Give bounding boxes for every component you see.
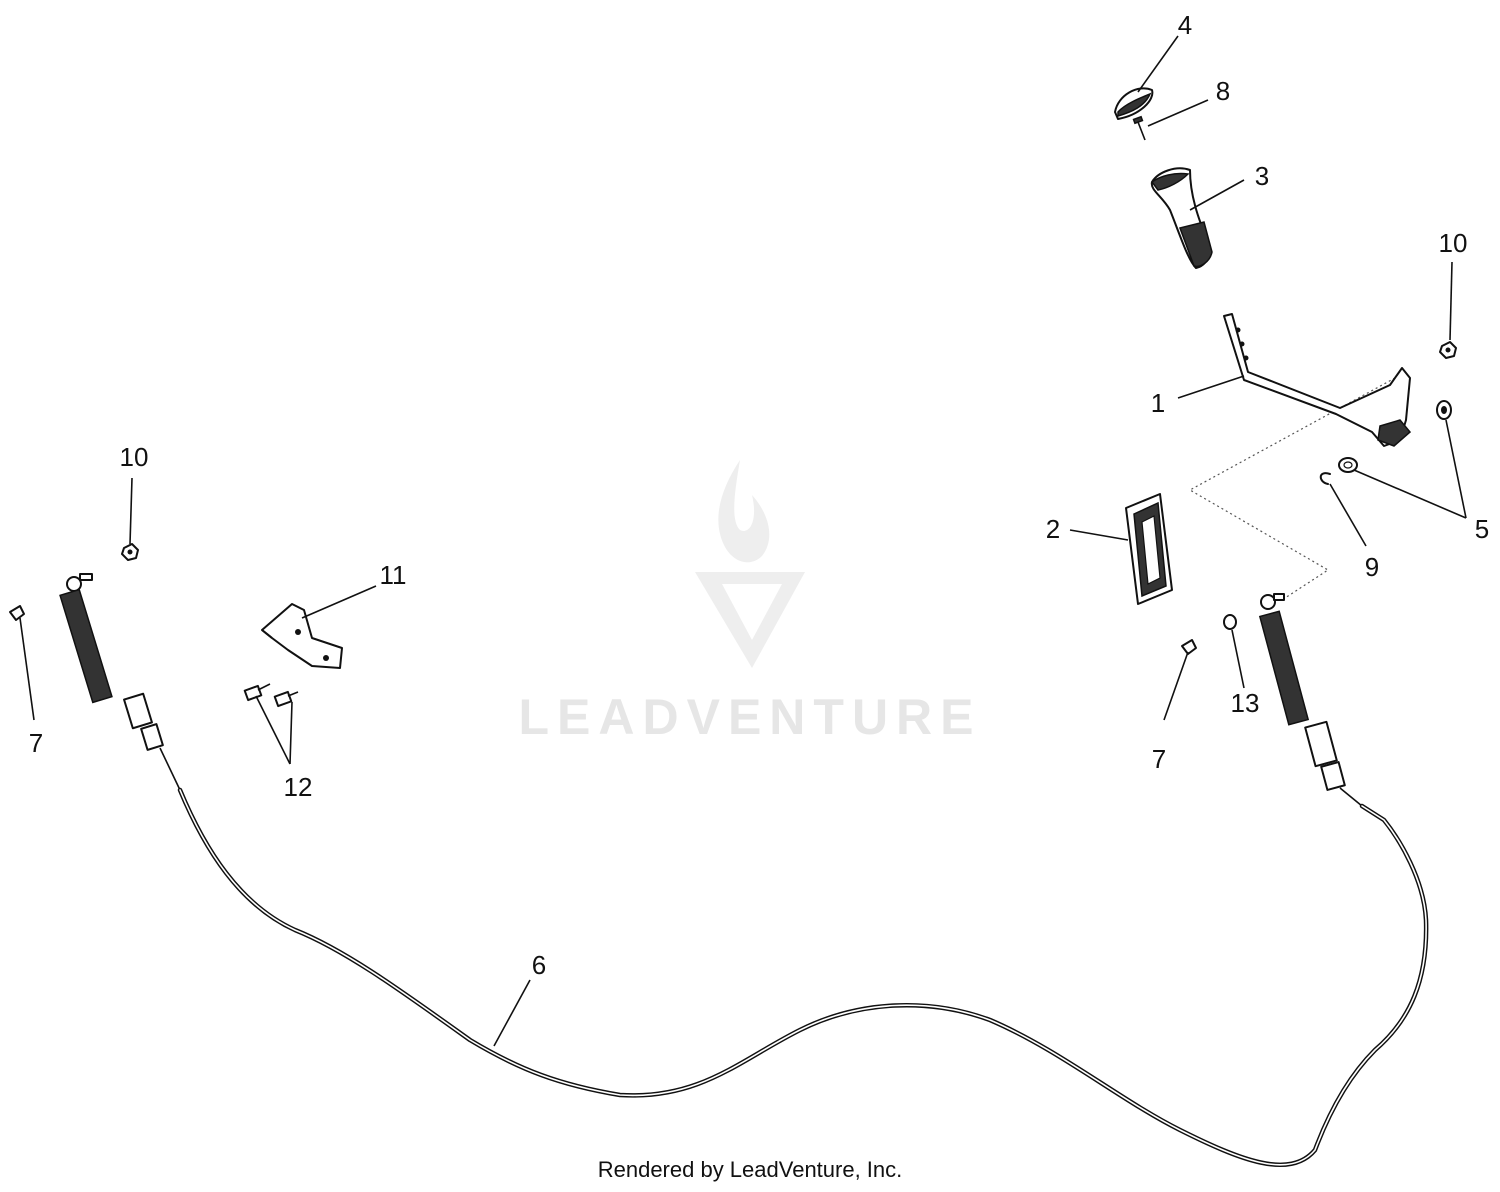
- callout-2: 2: [1046, 514, 1060, 544]
- pedal-pad-part: [1125, 493, 1173, 605]
- watermark-v-icon: [695, 572, 805, 668]
- washer-part-13: [1223, 614, 1237, 630]
- callout-5: 5: [1475, 514, 1489, 544]
- washer-part-b: [1338, 457, 1358, 473]
- clip-left-part: [9, 605, 25, 621]
- handle-grip-part: [1150, 167, 1213, 269]
- clip-right-part: [1181, 639, 1197, 655]
- callout-1: 1: [1151, 388, 1165, 418]
- leader-8: [1147, 99, 1209, 127]
- callout-7-left: 7: [29, 728, 43, 758]
- leader-4: [1137, 35, 1179, 93]
- leader-lines: [19, 35, 1467, 1047]
- callout-13: 13: [1231, 688, 1260, 718]
- assembly-lines: [1188, 377, 1396, 599]
- nut-left-part: [121, 543, 139, 561]
- cable-right-end: [1258, 593, 1363, 807]
- callout-3: 3: [1255, 161, 1269, 191]
- watermark-text: LEADVENTURE: [518, 689, 981, 745]
- knob-cap-part: [1114, 87, 1154, 120]
- leader-10-right: [1449, 261, 1453, 341]
- footer-credit: Rendered by LeadVenture, Inc.: [597, 1157, 903, 1182]
- leader-7-right: [1163, 651, 1189, 721]
- callout-9: 9: [1365, 552, 1379, 582]
- leader-6: [493, 979, 531, 1047]
- callout-4: 4: [1178, 10, 1192, 40]
- leader-7-left: [19, 617, 35, 721]
- callout-8: 8: [1216, 76, 1230, 106]
- leader-3: [1189, 179, 1245, 211]
- leader-1: [1177, 375, 1245, 399]
- leader-13: [1231, 629, 1245, 689]
- leader-5a: [1445, 419, 1467, 519]
- bracket-part: [261, 603, 343, 669]
- leader-12a: [255, 695, 291, 765]
- leader-9: [1329, 483, 1367, 547]
- washer-part-a: [1436, 400, 1452, 420]
- callout-12: 12: [284, 772, 313, 802]
- callouts: 4 8 3 10 1 2 5 9 13 7 10 11 7 12 6: [29, 10, 1489, 980]
- leader-2: [1069, 529, 1129, 541]
- callout-11: 11: [380, 560, 407, 590]
- bolt-part-b: [273, 690, 299, 708]
- callout-6: 6: [532, 950, 546, 980]
- watermark: LEADVENTURE: [518, 460, 981, 745]
- watermark-flame-icon: [718, 460, 770, 563]
- lever-part: [1223, 313, 1412, 447]
- callout-7-right: 7: [1152, 744, 1166, 774]
- callout-10-left: 10: [120, 442, 149, 472]
- leader-10-left: [129, 477, 133, 545]
- nut-right-part: [1439, 341, 1457, 359]
- cable-assembly-part: [59, 573, 1429, 1167]
- e-clip-part: [1319, 472, 1331, 485]
- leader-12b: [289, 701, 293, 765]
- leader-11: [301, 585, 377, 619]
- leader-5b: [1353, 469, 1467, 519]
- callout-10-right: 10: [1439, 228, 1468, 258]
- cable-left-end: [59, 573, 181, 791]
- pin-part: [1132, 115, 1146, 141]
